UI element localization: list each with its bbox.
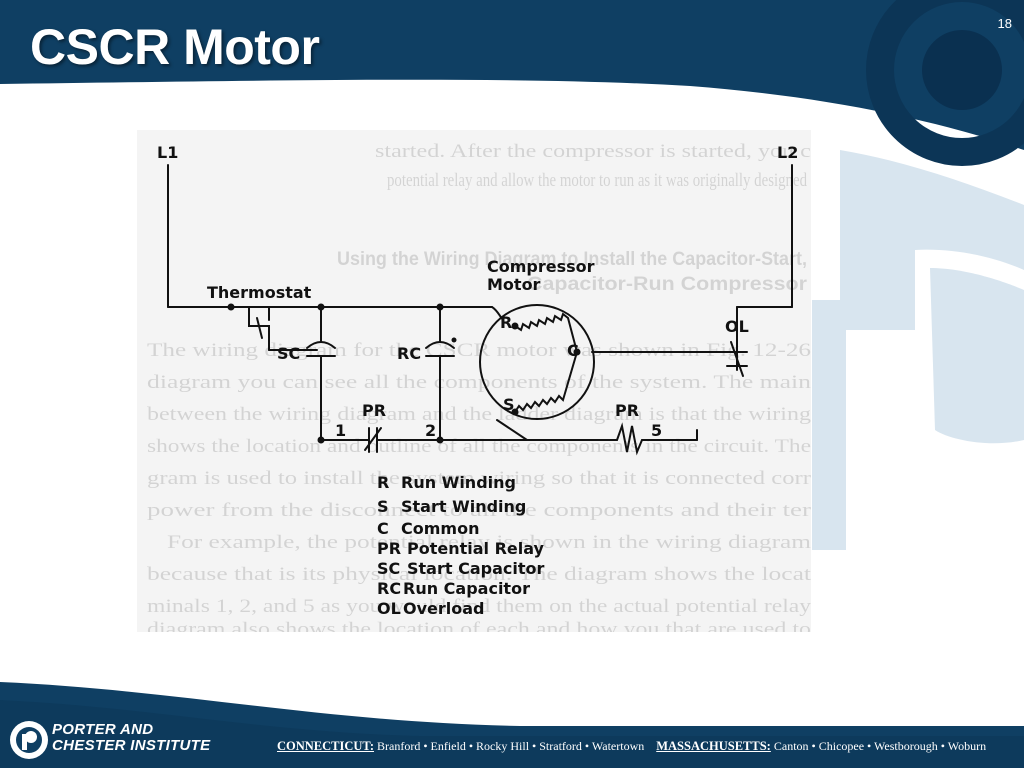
legend-desc-sc: Start Capacitor xyxy=(407,559,544,578)
wiring-diagram: started. After the compressor is started… xyxy=(137,130,811,632)
bleed-line-4: The wiring diagram for the CSCR motor wa… xyxy=(147,340,811,361)
bleed-line-9: power from the disconnect to all the com… xyxy=(147,500,811,521)
legend-item-r: R Run Winding xyxy=(377,473,516,492)
legend-abbr-rc: RC xyxy=(377,579,401,598)
bleed-line-13: diagram also shows the location of each … xyxy=(147,619,811,632)
legend-abbr-r: R xyxy=(377,473,389,492)
pc-logo-watermark xyxy=(812,150,1024,550)
l2-label: L2 xyxy=(777,143,798,162)
legend-abbr-pr: PR xyxy=(377,539,401,558)
legend-desc-r: Run Winding xyxy=(401,473,516,492)
massachusetts-cities: Canton • Chicopee • Westborough • Woburn xyxy=(770,739,987,753)
bleed-line-12: minals 1, 2, and 5 as you would find the… xyxy=(147,596,811,617)
header-rings xyxy=(866,0,1024,166)
ol-label: OL xyxy=(725,317,749,336)
r-terminal-label: R xyxy=(500,313,512,332)
legend-item-sc: SC Start Capacitor xyxy=(377,559,544,578)
legend-abbr-sc: SC xyxy=(377,559,400,578)
legend-desc-rc: Run Capacitor xyxy=(403,579,530,598)
bleed-line-3: Capacitor-Run Compressor xyxy=(527,274,808,295)
logo-line-1: PORTER AND xyxy=(52,721,154,738)
c-terminal-label: C xyxy=(567,341,579,360)
footer-logo-text: PORTER AND CHESTER INSTITUTE xyxy=(52,722,210,754)
legend-desc-pr: Potential Relay xyxy=(407,539,545,558)
legend-desc-s: Start Winding xyxy=(401,497,526,516)
legend-item-pr: PR Potential Relay xyxy=(377,539,545,558)
bleed-line-0: started. After the compressor is started… xyxy=(375,141,811,162)
legend-abbr-s: S xyxy=(377,497,389,516)
connecticut-cities: Branford • Enfield • Rocky Hill • Stratf… xyxy=(374,739,645,753)
page-number: 18 xyxy=(997,16,1012,31)
bleed-line-10: For example, the potential relay is show… xyxy=(167,532,811,553)
bleed-line-1: potential relay and allow the motor to r… xyxy=(387,170,807,191)
bleed-line-11: because that is its physical location. T… xyxy=(147,564,811,585)
rc-label: RC xyxy=(397,344,421,363)
legend-item-c: C Common xyxy=(377,519,479,538)
motor-label: Motor xyxy=(487,275,541,294)
legend-item-s: S Start Winding xyxy=(377,497,526,516)
slide-title: CSCR Motor xyxy=(30,19,320,75)
header-banner xyxy=(0,0,1024,150)
footer-logo-icon xyxy=(10,721,48,759)
terminal-5-label: 5 xyxy=(651,421,662,440)
bleed-line-8: gram is used to install the system wirin… xyxy=(147,468,811,489)
logo-line-2: CHESTER INSTITUTE xyxy=(52,737,211,754)
connecticut-label: CONNECTICUT: xyxy=(277,739,374,753)
legend-abbr-ol: OL xyxy=(377,599,401,618)
bleed-line-5: diagram you can see all the components o… xyxy=(147,372,811,393)
pr-label-2: PR xyxy=(615,401,639,420)
circuit-wires xyxy=(167,164,793,456)
terminal-2-label: 2 xyxy=(425,421,436,440)
compressor-label: Compressor xyxy=(487,257,595,276)
sc-label: SC xyxy=(277,344,300,363)
legend-desc-c: Common xyxy=(401,519,479,538)
compressor-motor-symbol xyxy=(479,304,595,420)
legend-desc-ol: Overload xyxy=(403,599,485,618)
thermostat-label: Thermostat xyxy=(207,283,312,302)
legend-abbr-c: C xyxy=(377,519,389,538)
bleed-line-2: Using the Wiring Diagram to Install the … xyxy=(337,249,807,270)
massachusetts-label: MASSACHUSETTS: xyxy=(656,739,771,753)
bleed-line-7: shows the location and outline of all th… xyxy=(147,436,811,457)
terminal-1-label: 1 xyxy=(335,421,346,440)
bleed-line-6: between the wiring diagram and the ladde… xyxy=(147,404,811,425)
bleed-through-text: started. After the compressor is started… xyxy=(147,141,811,632)
l1-label: L1 xyxy=(157,143,178,162)
legend: R Run Winding S Start Winding C Common PR Po… xyxy=(377,473,545,618)
footer-locations: CONNECTICUT: Branford • Enfield • Rocky … xyxy=(277,739,1017,754)
s-terminal-label: S xyxy=(503,395,515,414)
pr-label-1: PR xyxy=(362,401,386,420)
footer-inner-banner xyxy=(0,700,1024,768)
